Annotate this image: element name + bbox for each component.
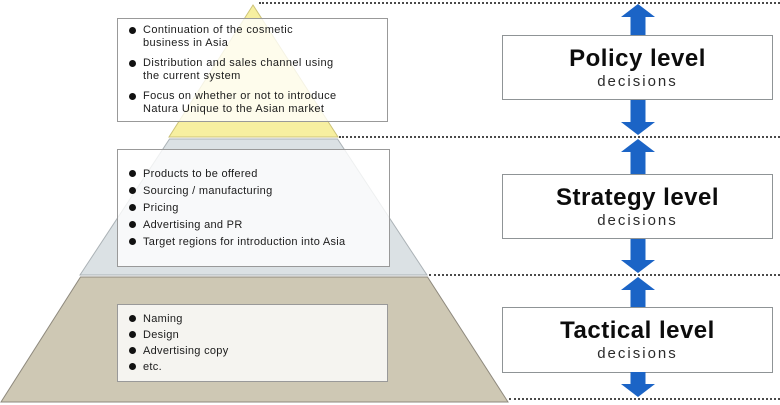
policy-notes-box: Continuation of the cosmetic business in… xyxy=(117,18,388,122)
tactical-notes-box: Naming Design Advertising copy etc. xyxy=(117,304,388,382)
divider-dotted-policy xyxy=(339,136,780,138)
list-item: Focus on whether or not to introduce Nat… xyxy=(129,90,383,117)
level-title: Strategy level xyxy=(555,183,720,211)
list-item: Continuation of the cosmetic business in… xyxy=(129,24,383,51)
bullet-icon xyxy=(129,218,143,228)
list-item: Target regions for introduction into Asi… xyxy=(129,235,385,250)
bullet-icon xyxy=(129,235,143,245)
strategy-level-box: Strategy level decisions xyxy=(502,174,773,239)
list-item: Products to be offered xyxy=(129,167,385,182)
level-subtitle: decisions xyxy=(597,72,678,90)
up-arrow-icon xyxy=(621,4,655,35)
bullet-icon xyxy=(129,24,143,34)
tactical-level-box: Tactical level decisions xyxy=(502,307,773,373)
strategy-notes-box: Products to be offered Sourcing / manufa… xyxy=(117,149,390,267)
up-arrow-icon xyxy=(621,277,655,307)
policy-level-box: Policy level decisions xyxy=(502,35,773,100)
down-arrow-icon xyxy=(621,372,655,397)
bullet-icon xyxy=(129,57,143,67)
divider-dotted-top xyxy=(259,2,780,4)
bullet-icon xyxy=(129,312,143,322)
down-arrow-icon xyxy=(621,239,655,273)
list-item: Advertising and PR xyxy=(129,218,385,233)
list-item: Pricing xyxy=(129,201,385,216)
bullet-icon xyxy=(129,90,143,100)
bullet-icon xyxy=(129,167,143,177)
level-subtitle: decisions xyxy=(597,345,678,362)
down-arrow-icon xyxy=(621,100,655,135)
list-item: Design xyxy=(129,328,383,343)
level-title: Policy level xyxy=(569,44,706,72)
bullet-icon xyxy=(129,360,143,370)
bullet-icon xyxy=(129,201,143,211)
divider-dotted-strategy xyxy=(429,274,780,276)
list-item: etc. xyxy=(129,360,383,375)
bullet-icon xyxy=(129,344,143,354)
list-item: Sourcing / manufacturing xyxy=(129,184,385,199)
list-item: Advertising copy xyxy=(129,344,383,359)
up-arrow-icon xyxy=(621,139,655,174)
divider-dotted-bottom xyxy=(509,398,780,400)
bullet-icon xyxy=(129,328,143,338)
level-title: Tactical level xyxy=(560,317,715,344)
list-item: Distribution and sales channel using the… xyxy=(129,57,383,84)
bullet-icon xyxy=(129,184,143,194)
level-subtitle: decisions xyxy=(597,211,678,229)
list-item: Naming xyxy=(129,312,383,327)
